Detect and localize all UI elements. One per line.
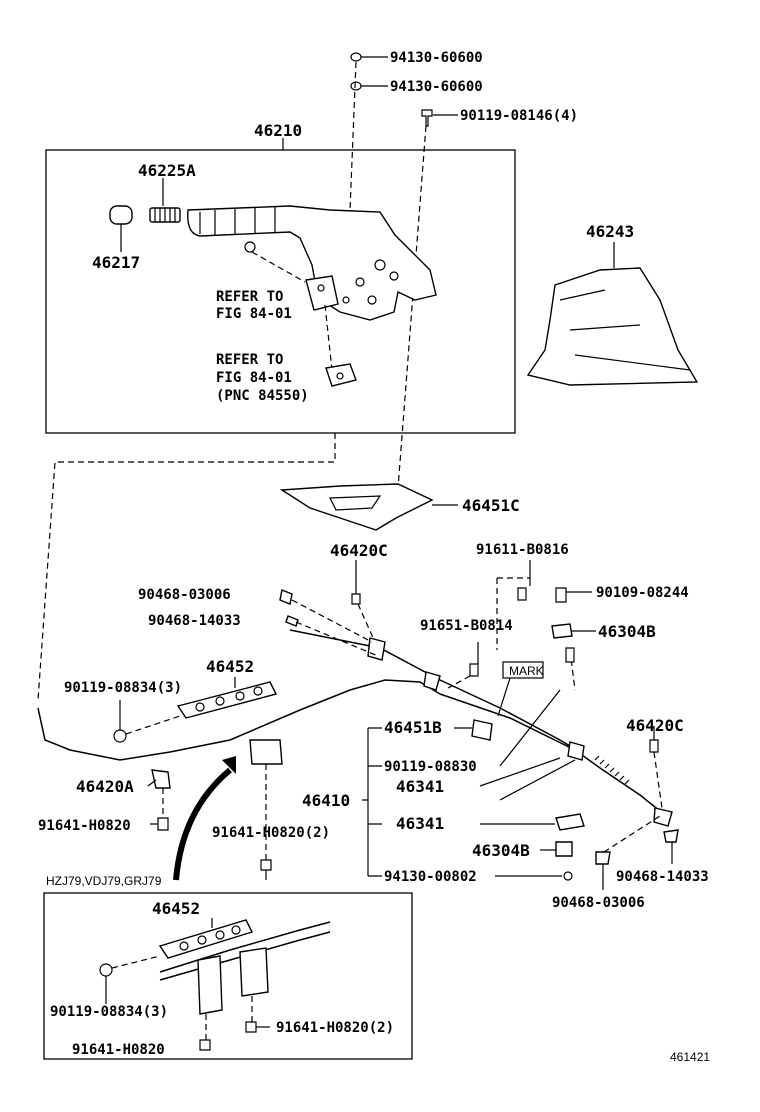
spring-icon: [149, 207, 181, 223]
bolt-icon: [517, 587, 527, 601]
diagram-id: 461421: [670, 1050, 710, 1064]
part-label: 46451C: [462, 496, 520, 515]
part-label: 90468-03006: [552, 895, 645, 911]
part-label: 46304B: [472, 841, 530, 860]
button-cap-icon: [109, 205, 133, 225]
part-label: 90109-08244: [596, 585, 689, 601]
nut-icon: [350, 52, 433, 127]
rear-cable: [439, 693, 666, 816]
cable-bracket-icon: [158, 919, 253, 959]
parking-brake-lever-icon: [187, 205, 437, 321]
part-label: 46420A: [76, 777, 134, 796]
cable-clip-icon: [151, 589, 673, 827]
reference-note: REFER TO: [216, 289, 283, 305]
lever-assembly-frame: [45, 149, 516, 434]
bolt-icon: [565, 647, 575, 663]
part-label: 46304B: [598, 622, 656, 641]
bolt-icon: [649, 739, 659, 753]
part-label: 46210: [254, 121, 302, 140]
mark-label-box: [502, 661, 544, 679]
front-cable: [37, 679, 441, 761]
mark-label: MARK: [509, 664, 544, 678]
part-label: 91641-H0820(2): [212, 825, 330, 841]
part-label: 91641-H0820: [38, 818, 131, 834]
grommet-icon: [551, 623, 573, 639]
part-label: 94130-60600: [390, 79, 483, 95]
reference-note: FIG 84-01: [216, 370, 292, 386]
variant-model-label: HZJ79,VDJ79,GRJ79: [46, 874, 162, 888]
part-label: 46452: [152, 899, 200, 918]
support-bracket-icon: [249, 739, 283, 765]
part-label: 91651-B0814: [420, 618, 513, 634]
part-label: 90119-08146(4): [460, 108, 578, 124]
bracket-icon: [555, 813, 585, 831]
grommet-icon: [555, 841, 573, 857]
reference-note: FIG 84-01: [216, 306, 292, 322]
part-label: 46420C: [330, 541, 388, 560]
part-label: 90468-14033: [616, 869, 709, 885]
part-label: 94130-00802: [384, 869, 477, 885]
bolt-icon: [260, 859, 272, 871]
bolt-icon: [157, 817, 169, 831]
console-boot-icon: [526, 267, 699, 386]
part-label: 90119-08834(3): [50, 1004, 168, 1020]
cable-clip-icon: [595, 851, 611, 865]
bolt-icon: [244, 241, 256, 253]
part-label: 90468-14033: [148, 613, 241, 629]
bolt-icon: [351, 593, 361, 605]
part-label: 94130-60600: [390, 50, 483, 66]
bolt-icon: [555, 587, 567, 603]
part-label: 46225A: [138, 161, 196, 180]
reference-note: REFER TO: [216, 352, 283, 368]
part-label: 46243: [586, 222, 634, 241]
part-label: 90119-08830: [384, 759, 477, 775]
part-label: 91641-H0820: [72, 1042, 165, 1058]
part-label: 46451B: [384, 718, 442, 737]
part-label: 46341: [396, 777, 444, 796]
bracket-icon: [471, 719, 493, 741]
bolt-icon: [99, 963, 113, 977]
bolt-icon: [469, 663, 479, 677]
reference-note: (PNC 84550): [216, 388, 309, 404]
part-label: 91611-B0816: [476, 542, 569, 558]
part-label: 90468-03006: [138, 587, 231, 603]
variant-inset-frame: [43, 892, 413, 1060]
bracket-icon: [325, 363, 357, 387]
direction-arrow-icon: [173, 767, 232, 881]
part-label: 46410: [302, 791, 350, 810]
bolt-icon: [199, 1039, 211, 1051]
nut-icon: [563, 871, 573, 881]
part-label: 90119-08834(3): [64, 680, 182, 696]
cable-bracket-icon: [176, 681, 278, 719]
bolt-icon: [245, 1021, 257, 1033]
mounting-plate-icon: [279, 483, 434, 531]
part-label: 46341: [396, 814, 444, 833]
part-label: 46217: [92, 253, 140, 272]
part-label: 91641-H0820(2): [276, 1020, 394, 1036]
cable-clip-icon: [663, 829, 679, 843]
support-bracket-icon: [197, 955, 223, 1015]
bolt-icon: [113, 729, 127, 743]
support-bracket-icon: [239, 947, 269, 997]
part-label: 46420C: [626, 716, 684, 735]
part-label: 46452: [206, 657, 254, 676]
